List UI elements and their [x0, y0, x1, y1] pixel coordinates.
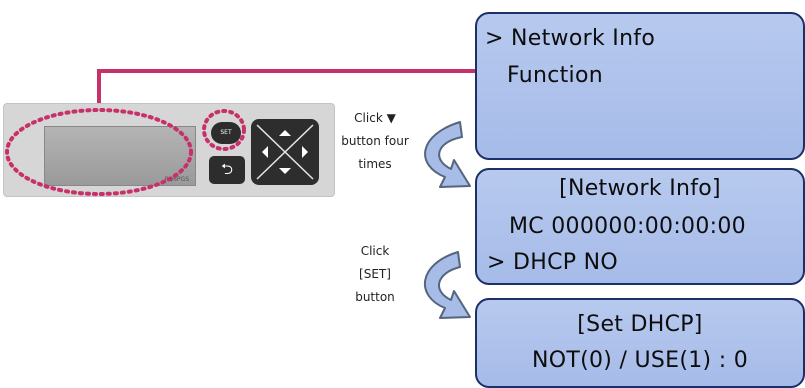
instruction-line: Click	[360, 244, 390, 258]
right-arrow-icon	[302, 146, 308, 158]
screen-title: [Set DHCP]	[577, 312, 703, 337]
instruction-click-set: Click [SET] button	[343, 240, 407, 309]
mac-address: MC 000000:00:00:00	[509, 214, 746, 239]
flow-arrow-2	[423, 251, 471, 319]
flow-arrow-1	[424, 121, 471, 188]
instruction-line: [SET]	[359, 267, 391, 281]
instruction-line: button four	[341, 134, 409, 148]
left-arrow-icon	[262, 146, 268, 158]
dhcp-status: > DHCP NO	[487, 250, 619, 275]
screen-title: [Network Info]	[559, 176, 721, 201]
instruction-click-down: Click ▼ button four times	[333, 107, 417, 176]
callout-line	[97, 69, 478, 114]
dpad-icon	[256, 124, 314, 180]
lcd-screen-set-dhcp: [Set DHCP] NOT(0) / USE(1) : 0	[475, 298, 805, 388]
lcd-screen-network-info: [Network Info] MC 000000:00:00:00 > DHCP…	[475, 168, 805, 285]
instruction-line: Click ▼	[354, 111, 396, 125]
menu-item-function: Function	[507, 63, 603, 88]
direction-pad[interactable]	[251, 119, 319, 185]
instruction-line: times	[358, 157, 392, 171]
back-button[interactable]: ⮌	[209, 156, 245, 184]
menu-item-network-info: > Network Info	[485, 26, 656, 51]
lcd-screen-menu: > Network Info Function	[475, 12, 805, 160]
instruction-line: button	[355, 290, 395, 304]
dhcp-option: NOT(0) / USE(1) : 0	[532, 348, 748, 373]
down-arrow-icon	[279, 168, 291, 174]
up-arrow-icon	[279, 130, 291, 136]
